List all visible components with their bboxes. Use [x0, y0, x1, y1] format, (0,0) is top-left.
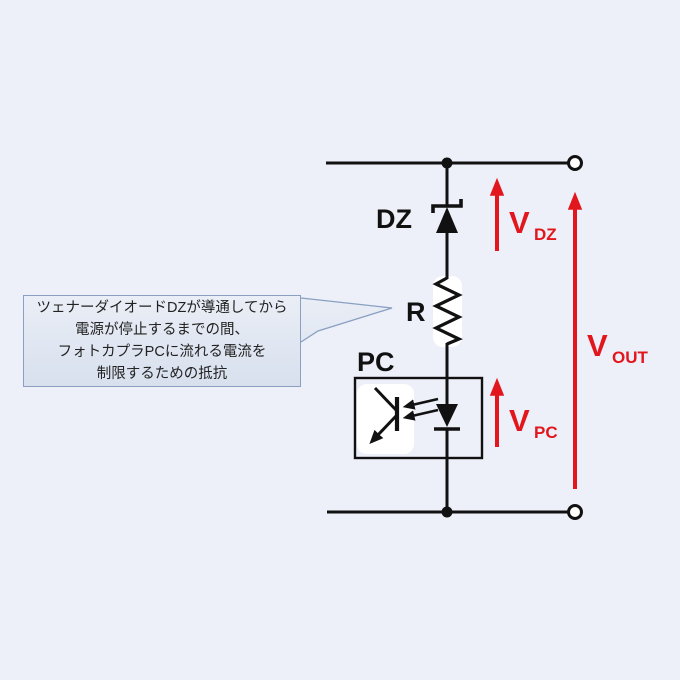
callout-line: 制限するための抵抗 — [96, 366, 228, 382]
dz-label: DZ — [376, 204, 412, 234]
svg-text:V: V — [587, 328, 608, 363]
svg-text:V: V — [509, 403, 530, 438]
pc-label: PC — [357, 347, 395, 377]
light-emission-arrows-icon — [402, 397, 439, 421]
svg-text:OUT: OUT — [612, 348, 649, 367]
vout-label: V OUT — [587, 328, 649, 367]
callout-pointer — [300, 297, 393, 343]
vpc-label: V PC — [509, 403, 558, 442]
phototransistor-highlight — [357, 384, 414, 454]
callout-line: フォトカプラPCに流れる電流を — [57, 344, 267, 360]
photocoupler-box — [353, 376, 484, 460]
resistor-icon — [432, 276, 463, 346]
annotation-callout: ツェナーダイオードDZが導通してから 電源が停止するまでの間、 フォトカプラPC… — [23, 295, 301, 387]
terminal-top-circle — [567, 155, 583, 171]
svg-text:V: V — [509, 205, 530, 240]
vdz-label: V DZ — [509, 205, 557, 244]
led-icon — [434, 404, 460, 431]
resistor-highlight — [433, 276, 462, 347]
svg-text:PC: PC — [534, 423, 558, 442]
phototransistor-icon — [369, 386, 400, 445]
svg-text:DZ: DZ — [534, 225, 557, 244]
terminal-bottom-circle — [567, 504, 583, 520]
zener-diode-icon — [431, 199, 463, 233]
junction-dot-bottom — [441, 506, 453, 518]
callout-line: ツェナーダイオードDZが導通してから — [36, 300, 288, 316]
r-label: R — [406, 297, 426, 327]
junction-dot-top — [441, 157, 453, 169]
callout-line: 電源が停止するまでの間、 — [75, 322, 249, 338]
